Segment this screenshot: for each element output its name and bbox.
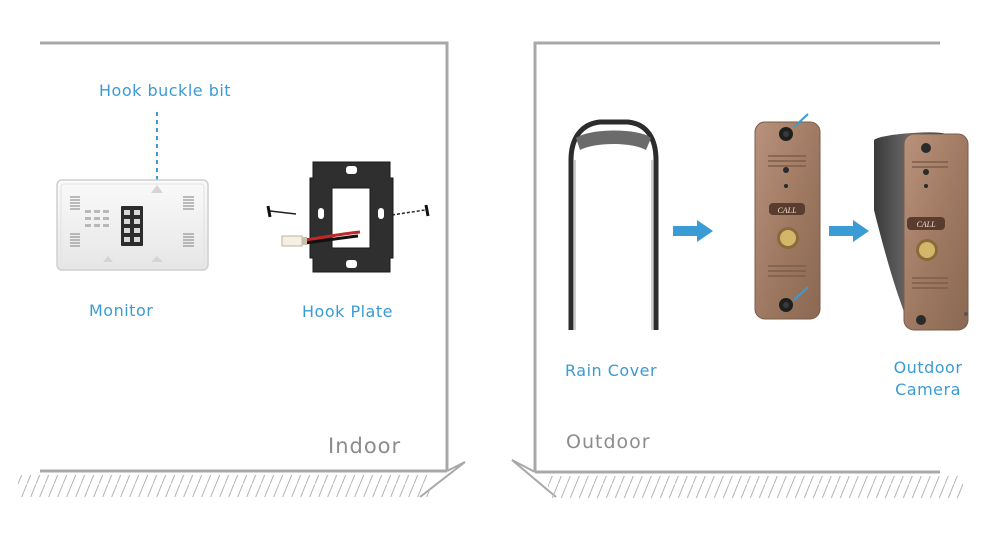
rain-cover-label: Rain Cover (565, 361, 658, 380)
indoor-ground-hatch (18, 475, 430, 497)
outdoor-wall (533, 41, 940, 472)
monitor-label: Monitor (89, 301, 154, 320)
arrow-right-icon (829, 220, 869, 242)
hook-plate-label: Hook Plate (302, 302, 393, 321)
screw-icon (266, 204, 430, 218)
doorbell-panel-illustration (754, 113, 821, 320)
outdoor-camera-label: Outdoor Camera (888, 357, 968, 401)
camera-call-text: CALL (916, 220, 936, 229)
screwdriver-icon (793, 286, 809, 301)
rain-cover-illustration (568, 119, 659, 330)
outdoor-camera-illustration (874, 132, 969, 331)
monitor-illustration (56, 179, 209, 271)
outdoor-camera-label-line1: Outdoor (893, 358, 963, 377)
outdoor-camera-label-line2: Camera (895, 380, 961, 399)
panel-call-text: CALL (777, 206, 797, 215)
indoor-wall (40, 41, 449, 471)
outdoor-ground-hatch (548, 476, 963, 498)
hook-plate-illustration (266, 161, 430, 273)
outdoor-room-label: Outdoor (566, 431, 651, 453)
outdoor-room (511, 41, 963, 498)
hook-buckle-label: Hook buckle bit (99, 81, 232, 100)
arrow-right-icon (673, 220, 713, 242)
screwdriver-icon (793, 113, 809, 128)
indoor-room (18, 41, 466, 498)
indoor-room-label: Indoor (328, 434, 402, 458)
